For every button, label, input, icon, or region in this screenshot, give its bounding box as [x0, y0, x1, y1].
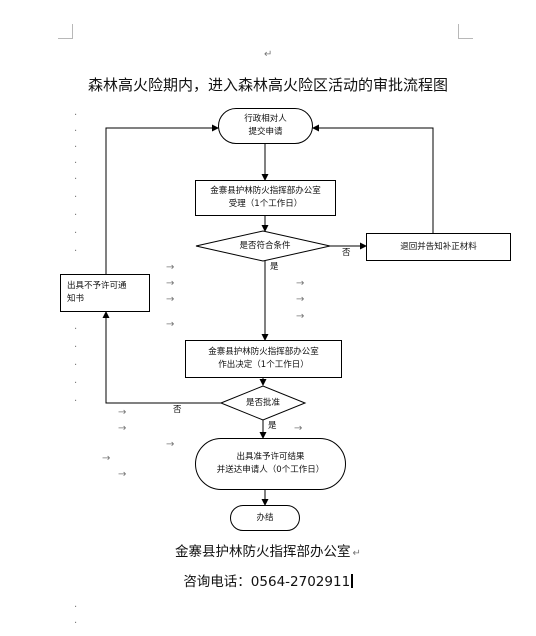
flow-end-node: 办结 — [230, 505, 300, 531]
flow-decide-node: 金寨县护林防火指挥部办公室 作出决定（1个工作日） — [185, 340, 342, 378]
flow-result-node: 出具准予许可结果 并送达申请人（0个工作日） — [195, 438, 346, 490]
paragraph-mark: . — [74, 339, 78, 350]
paragraph-mark: . — [74, 155, 78, 166]
tab-mark: → — [166, 439, 175, 450]
paragraph-mark: . — [74, 615, 78, 626]
paragraph-mark: . — [74, 207, 78, 218]
tab-mark: → — [166, 278, 175, 289]
paragraph-mark: . — [74, 599, 78, 610]
tab-mark: → — [166, 262, 175, 273]
paragraph-mark: . — [74, 189, 78, 200]
flow-return-node: 退回并告知补正材料 — [366, 233, 511, 261]
paragraph-mark: ↵ — [264, 49, 273, 60]
tab-mark: → — [118, 423, 127, 434]
footer-phone-text: 咨询电话：0564-2702911 — [183, 574, 351, 590]
paragraph-mark: . — [74, 171, 78, 182]
footer-organization: 金寨县护林防火指挥部办公室↵ — [0, 540, 536, 560]
page-corner-top-right — [458, 24, 473, 39]
tab-mark: → — [296, 311, 305, 322]
flow-no-label-2: 否 — [173, 405, 182, 415]
page-title: 森林高火险期内，进入森林高火险区活动的审批流程图 — [87, 76, 448, 94]
tab-mark: → — [118, 407, 127, 418]
flow-approve-diamond-label: 是否批准 — [245, 398, 280, 408]
flow-accept-node: 金寨县护林防火指挥部办公室 受理（1个工作日） — [195, 180, 336, 216]
flow-no-label-1: 否 — [342, 248, 351, 258]
paragraph-mark: . — [74, 375, 78, 386]
paragraph-mark: . — [74, 321, 78, 332]
footer-organization-text: 金寨县护林防火指挥部办公室 — [175, 544, 351, 560]
tab-mark: → — [294, 423, 303, 434]
footer-phone: 咨询电话：0564-2702911 — [0, 570, 536, 590]
tab-mark: → — [166, 319, 175, 330]
paragraph-mark: . — [74, 357, 78, 368]
flow-yes-label-1: 是 — [270, 262, 279, 272]
paragraph-mark: . — [74, 225, 78, 236]
paragraph-mark: . — [74, 107, 78, 118]
tab-mark: → — [296, 278, 305, 289]
paragraph-mark: ↵ — [352, 548, 361, 559]
paragraph-mark: . — [74, 139, 78, 150]
paragraph-mark: . — [74, 393, 78, 404]
flow-refuse-node: 出具不予许可通 知书 — [60, 274, 150, 312]
tab-mark: → — [102, 453, 111, 464]
text-cursor — [351, 574, 353, 588]
tab-mark: → — [118, 469, 127, 480]
paragraph-mark: . — [74, 123, 78, 134]
flow-start-node: 行政相对人 提交申请 — [218, 108, 313, 144]
tab-mark: → — [296, 294, 305, 305]
flow-check-diamond-label: 是否符合条件 — [239, 241, 291, 251]
paragraph-mark: . — [74, 243, 78, 254]
page-corner-top-left — [58, 24, 73, 39]
flow-yes-label-2: 是 — [268, 421, 277, 431]
tab-mark: → — [166, 294, 175, 305]
